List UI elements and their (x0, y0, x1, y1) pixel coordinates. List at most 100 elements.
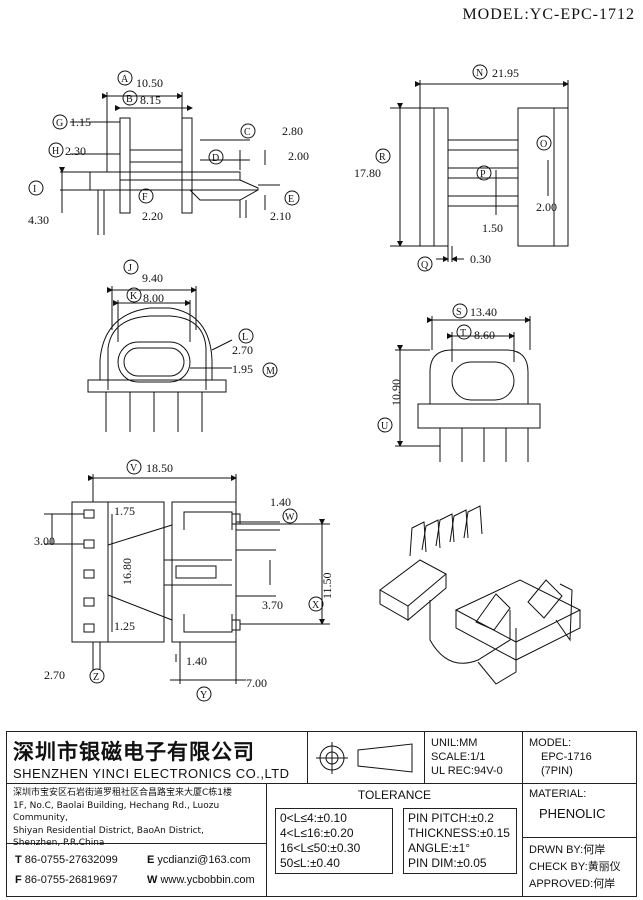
tel-key: T (15, 854, 22, 866)
address-en-2: Shiyan Residential District, BaoAn Distr… (13, 825, 204, 836)
dim-L: 2.70 (232, 343, 253, 357)
isometric-view (379, 505, 582, 685)
address-en-1: 1F, No.C, Baolai Building, Hechang Rd., … (13, 800, 220, 824)
dim-175: 1.75 (114, 504, 135, 518)
dim-300: 3.00 (34, 534, 55, 548)
dim-Z: 2.70 (44, 668, 65, 682)
dim-140-top: 1.40 (270, 495, 291, 509)
dim-B: 8.15 (140, 93, 161, 107)
check-label: CHECK BY: (529, 861, 588, 873)
email[interactable]: ycdianzi@163.com (157, 854, 251, 866)
dim-H: 2.30 (65, 144, 86, 158)
letter-M: M (266, 366, 275, 377)
dim-140-bot: 1.40 (186, 654, 207, 668)
tol-right-2: THICKNESS:±0.15 (408, 826, 510, 840)
dim-1680: 16.80 (120, 558, 134, 585)
end-view (395, 316, 541, 462)
dim-J: 9.40 (142, 271, 163, 285)
company-name-en: SHENZHEN YINCI ELECTRONICS CO.,LTD (13, 766, 290, 781)
dim-G: 1.15 (70, 115, 91, 129)
letter-N: N (476, 68, 483, 79)
model-value: EPC-1716 (541, 751, 592, 763)
letter-E: E (288, 194, 294, 205)
fax-number: 86-0755-26819697 (24, 874, 118, 886)
dim-N: 21.95 (492, 66, 519, 80)
unit: UNIL:MM (431, 737, 478, 749)
approved-label: APPROVED: (529, 878, 594, 890)
tol-left-2: 4<L≤16:±0.20 (280, 826, 354, 840)
dim-Y: 7.00 (246, 676, 267, 690)
letter-P: P (480, 169, 486, 180)
letter-X: X (312, 600, 320, 611)
company-name-cn: 深圳市银磁电子有限公司 (13, 740, 255, 764)
dim-V: 18.50 (146, 461, 173, 475)
web-key: W (147, 874, 158, 886)
dim-Q: 0.30 (470, 252, 491, 266)
letter-V: V (130, 463, 138, 474)
dim-O: 2.00 (536, 200, 557, 214)
material-label: MATERIAL: (529, 788, 587, 800)
bottom-view (44, 474, 330, 684)
address-cn: 深圳市宝安区石岩街道罗租社区合昌路宝来大厦C栋1楼 (13, 788, 233, 798)
letter-H: H (52, 146, 59, 157)
letter-Z: Z (93, 672, 99, 683)
letter-T: T (460, 328, 466, 339)
dim-X: 11.50 (320, 572, 334, 599)
dim-125: 1.25 (114, 619, 135, 633)
dim-F: 2.20 (142, 209, 163, 223)
letter-G: G (56, 118, 63, 129)
ul-rec: UL REC:94V-0 (431, 765, 503, 777)
letter-L: L (242, 332, 248, 343)
tol-right-4: PIN DIM:±0.05 (408, 856, 487, 870)
dim-370: 3.70 (262, 598, 283, 612)
tol-right-3: ANGLE:±1° (408, 841, 471, 855)
approved-by: 何岸 (593, 878, 616, 890)
letter-I: I (33, 184, 36, 195)
dim-S: 13.40 (470, 305, 497, 319)
dim-T: 8.60 (474, 328, 495, 342)
letter-K: K (130, 291, 138, 302)
letter-C: C (244, 127, 251, 138)
letter-D: D (212, 153, 219, 164)
email-key: E (147, 854, 155, 866)
tol-left-1: 0<L≤4:±0.10 (280, 811, 347, 825)
dim-I: 4.30 (28, 213, 49, 227)
letter-Q: Q (421, 260, 429, 271)
tol-right-1: PIN PITCH:±0.2 (408, 811, 494, 825)
address-en-3: Shenzhen, P.R.China (13, 838, 105, 848)
letter-B: B (126, 94, 133, 105)
tel-number: 86-0755-27632099 (24, 854, 118, 866)
letter-W: W (285, 512, 295, 523)
window-view (87, 286, 233, 432)
website[interactable]: www.ycbobbin.com (160, 874, 255, 886)
letter-A: A (121, 74, 129, 85)
dim-R: 17.80 (354, 166, 381, 180)
letter-J: J (128, 263, 132, 274)
tol-left-4: 50≤L:±0.40 (280, 856, 340, 870)
dim-P: 1.50 (482, 221, 503, 235)
projection-symbol (307, 732, 425, 784)
letter-O: O (540, 139, 547, 150)
letter-F: F (142, 192, 148, 203)
side-view (59, 92, 280, 235)
dim-A: 10.50 (136, 76, 163, 90)
tolerance-title: TOLERANCE (357, 788, 432, 802)
model-header: MODEL:YC-EPC-1712 (462, 6, 635, 23)
tol-left-3: 16<L≤50:±0.30 (280, 841, 361, 855)
dim-C: 2.80 (282, 124, 303, 138)
title-block: 深圳市银磁电子有限公司 SHENZHEN YINCI ELECTRONICS C… (6, 731, 637, 897)
fax-key: F (15, 874, 22, 886)
drawn-by: 何岸 (583, 844, 606, 856)
dim-D: 2.00 (288, 149, 309, 163)
letter-S: S (456, 307, 462, 318)
letter-R: R (379, 152, 386, 163)
check-by: 黄丽仪 (587, 861, 621, 873)
material-value: PHENOLIC (539, 806, 606, 821)
model-label: MODEL: (529, 737, 572, 749)
letter-Y: Y (200, 690, 207, 701)
dim-U: 10.90 (389, 379, 403, 406)
front-view (390, 80, 569, 262)
scale: SCALE:1/1 (431, 751, 486, 763)
dim-E: 2.10 (270, 209, 291, 223)
